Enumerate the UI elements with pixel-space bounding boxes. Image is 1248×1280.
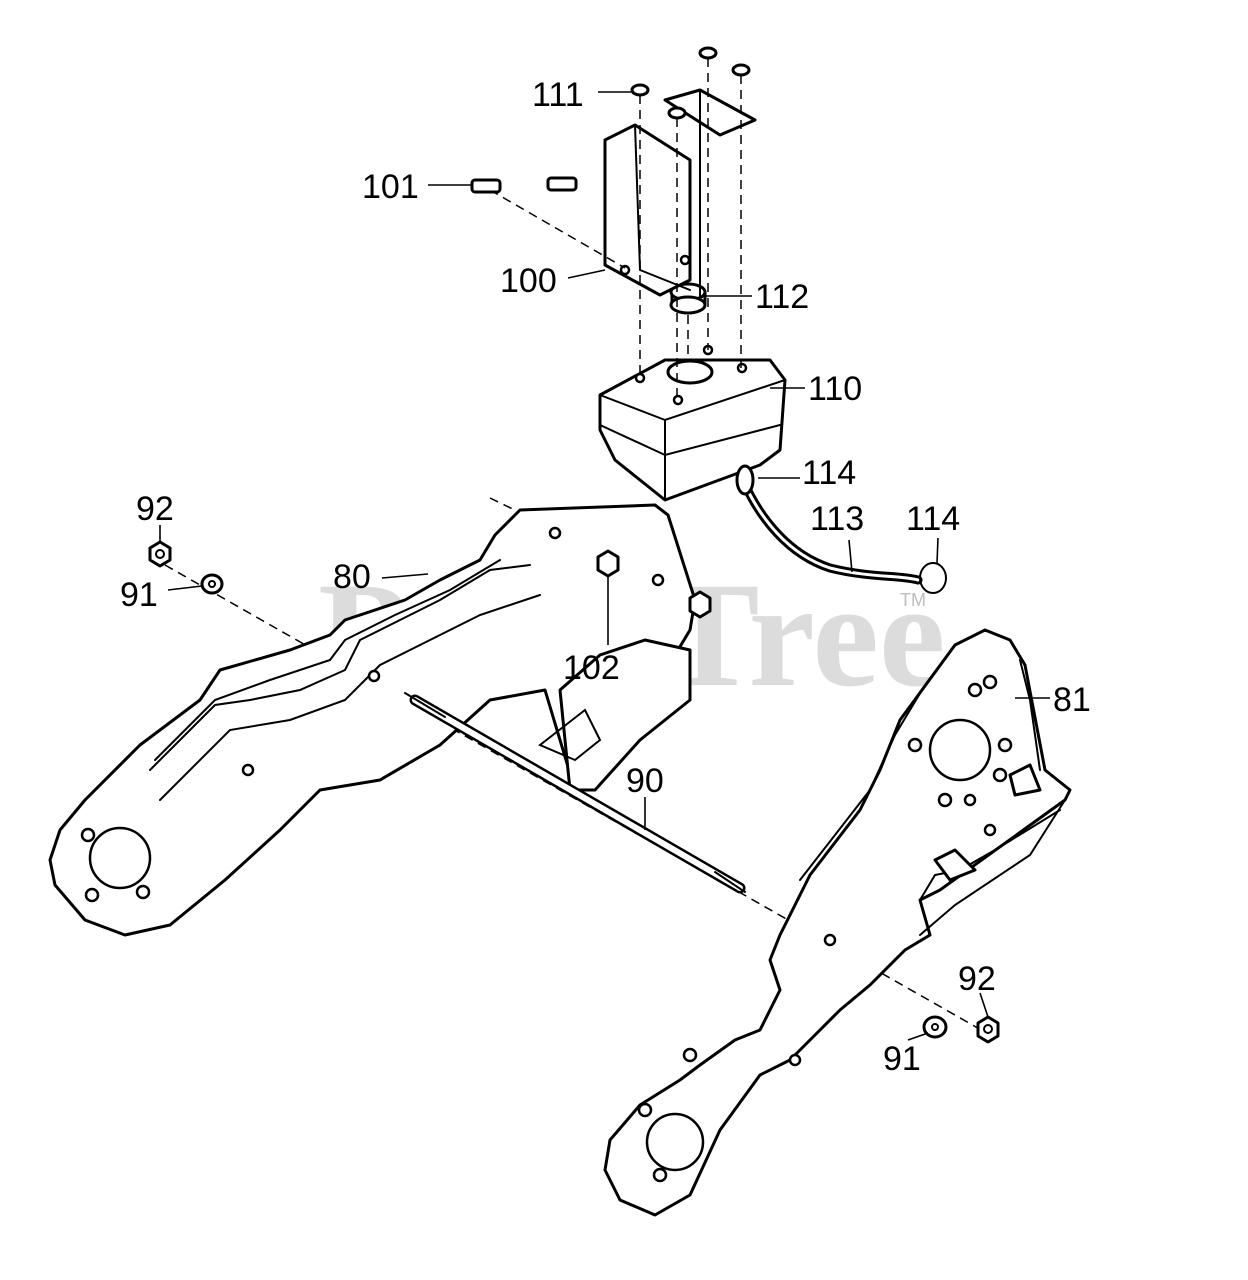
nut-92-right (976, 1015, 1000, 1044)
left-side-plate (48, 503, 697, 937)
callout-113: 113 (810, 500, 864, 538)
callout-101: 101 (362, 168, 419, 206)
callout-81: 81 (1053, 681, 1091, 719)
callout-91-right: 91 (883, 1040, 921, 1078)
callout-80: 80 (333, 558, 371, 596)
callout-100: 100 (500, 262, 557, 300)
washer-91-right (922, 1015, 948, 1039)
bolt-101 (470, 176, 578, 194)
right-plate-lower-hole (645, 1112, 705, 1172)
fuel-tank (598, 344, 787, 502)
callout-91-left: 91 (120, 576, 158, 614)
callout-112: 112 (755, 278, 809, 316)
callout-92-right: 92 (958, 960, 996, 998)
callout-102: 102 (563, 649, 620, 687)
nut-92-left (148, 540, 172, 568)
fuel-cap (669, 282, 707, 360)
callout-114-right: 114 (906, 500, 960, 538)
axle-centerline (164, 564, 991, 1036)
hose-clamp (919, 562, 947, 594)
leader-lines (159, 91, 1050, 1041)
screw-line (489, 189, 626, 269)
nut-102 (596, 549, 712, 619)
right-plate-large-hole (928, 718, 992, 782)
fuel-line (735, 464, 947, 594)
callout-110: 110 (808, 370, 862, 408)
right-side-plate (603, 628, 1072, 1217)
callout-90: 90 (626, 762, 664, 800)
washer-91-left (200, 573, 224, 595)
screw-111 (630, 46, 751, 120)
watermark-trademark: TM (900, 590, 926, 610)
callout-111: 111 (532, 76, 584, 114)
left-plate-large-hole (88, 826, 152, 890)
callout-92-left: 92 (136, 490, 174, 528)
callout-114-top: 114 (802, 454, 856, 492)
tank-bracket (603, 88, 757, 301)
axle-rod (404, 692, 746, 894)
